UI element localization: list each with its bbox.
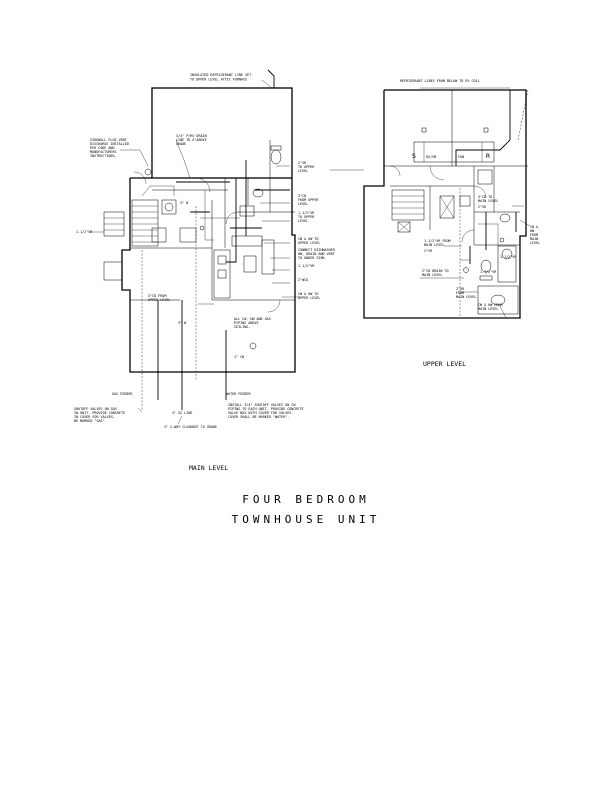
note-cd-1: 3"CD [298,194,306,198]
note-vr2-3: LEVEL [298,169,308,173]
main-level-plan [90,69,300,425]
note-vr15b: 1-1/2"VR [298,264,315,268]
note-cd3-1: 3"CD TO [478,195,492,199]
note-vr-from-3: 2"VR [424,249,433,253]
note-piping-1: ALL CW, HW AND GAS [234,317,271,321]
note-drain-1: 2"CD DRAIN TO [422,269,449,273]
note-piping-3: CEILING. [234,325,250,329]
note-cw-1: CW & HW TO [298,237,318,241]
note-vr2-2: TO UPPER [298,165,315,169]
upper-level-plan [330,87,531,319]
note-gas-feeder: GAS FEEDER [112,392,133,396]
note-conn-2: HW, DRAIN AND VENT [298,252,335,256]
note-shutoff-left-2: IN UNIT. PROVIDE CONCRETE [74,411,125,415]
note-wco: 2"WCO [298,278,308,282]
note-shutoff-left-3: IN COVER FOR VALVES, [74,415,115,419]
note-refrigerant-2: TO UPPER LEVEL ATTIC FURNACE [190,78,247,82]
note-piping-2: PIPING ABOVE [234,321,259,325]
note-cd3-3: 2"VR [478,205,487,209]
note-edge-2: HW [530,229,535,233]
upper-level-label: UPPER LEVEL [423,360,466,368]
note-vr-left: 1-1/2"VR [76,230,93,234]
note-cleanout: 4" 2-WAY CLEANOUT TO GRADE [164,425,217,429]
title-line-2: TOWNHOUSE UNIT [232,513,381,526]
main-level-notes: INSULATED REFRIGERANT LINE SET TO UPPER … [74,73,336,429]
water-heater [161,199,177,215]
note-vr-from-2: MAIN LEVEL [424,243,444,247]
note-dim-2: 3" W [178,321,187,325]
note-sidewall-4: MANUFACTURERS [90,150,117,154]
note-cd3-2: MAIN LEVEL [478,199,498,203]
note-vr-right: 1-1/2"VR [500,255,517,259]
note-dim-1: 3" W [180,201,189,205]
note-water-feeder: WATER FEEDER [226,392,251,396]
note-edge-1: CW & [530,225,539,229]
note-prv-1: 3/4" P/RV DRAIN [176,134,207,138]
note-install-2: PIPING TO EACH UNIT. PROVIDE CONCRETE [228,407,304,411]
note-drain-2: MAIN LEVEL [422,273,442,277]
note-cwhw-1: CW & HW FROM [478,303,503,307]
note-vr-mid-3: MAIN LEVEL [456,295,476,299]
note-install-4: COVER SHALL BE MARKED "WATER". [228,415,289,419]
note-prv-2: LINE TO 6"ABOVE [176,138,207,142]
note-conn-3: TO UNDER SINK. [298,256,327,260]
note-sidewall-5: INSTRUCTIONS. [90,154,117,158]
main-level-label: MAIN LEVEL [189,464,228,472]
note-edge-5: LEVEL [530,241,540,245]
attic-furnace [439,195,455,219]
note-install-3: VALVE BOX WITH COVER FOR VALVES. [228,411,293,415]
note-vr15-3: LEVEL [298,219,308,223]
main-bath-fixtures [239,145,282,217]
note-cd2-1: 3"CD FROM [148,294,166,298]
upper-bath-fixtures [477,169,519,315]
note-refrigerant-1: INSULATED REFRIGERANT LINE SET [190,73,251,77]
note-vr-from-1: 1-1/2"VR FROM [424,239,451,243]
note-vr2-1: 2"VR [298,161,307,165]
note-cw-main: 1" CW [234,355,245,359]
note-cw-2: UPPER LEVEL [298,241,320,245]
note-sidewall-2: DISCHARGE INSTALLED [90,142,129,146]
note-prv-3: GRADE [176,142,186,146]
note-vr-small: 1-1/2"VR [480,270,497,274]
note-upper-refrigerant: REFRIGERANT LINES FROM BELOW TO EV COIL [400,79,480,83]
note-vr-mid-2: FROM [456,291,464,295]
note-cw2-1: CW & HW TO [298,292,318,296]
upper-level-notes: REFRIGERANT LINES FROM BELOW TO EV COIL … [400,79,540,311]
upper-stair [391,189,425,233]
note-ss-line: 4" SS LINE [172,411,192,415]
note-edge-3: FROM [530,233,538,237]
note-cw2-2: UPPER LEVEL [298,296,320,300]
fixture-label-s: S [412,152,416,160]
note-cd-3: LEVEL [298,202,308,206]
note-cd2-2: UPPER LEVEL [148,298,170,302]
note-shutoff-left-4: BE MARKED "GAS". [74,419,107,423]
note-sidewall-3: PER CODE AND [90,146,115,150]
note-cd-2: FROM UPPER [298,198,319,202]
note-cwhw-2: MAIN LEVEL [478,307,498,311]
fixture-label-dxsm: DX/SM [426,155,436,159]
note-vr15-1: 1-1/2"VR [298,211,315,215]
fixture-label-fan: FAN [458,155,464,159]
note-edge-4: MAIN [530,237,538,241]
note-vr15-2: TO UPPER [298,215,315,219]
note-shutoff-left-1: SHUTOFF VALVES ON GAS [74,407,117,411]
note-vr-mid-1: 2"VR [456,287,465,291]
note-conn-1: CONNECT DISHWASHER [298,248,336,252]
title-line-1: FOUR BEDROOM [242,493,369,506]
main-stair [131,199,159,247]
note-sidewall-1: SIDEWALL FLUE VENT [90,138,127,142]
fixture-label-r: R [486,152,490,160]
kitchen-counters [213,235,275,299]
note-install-1: INSTALL 3/4" SHUTOFF VALVES ON CW [228,403,296,407]
